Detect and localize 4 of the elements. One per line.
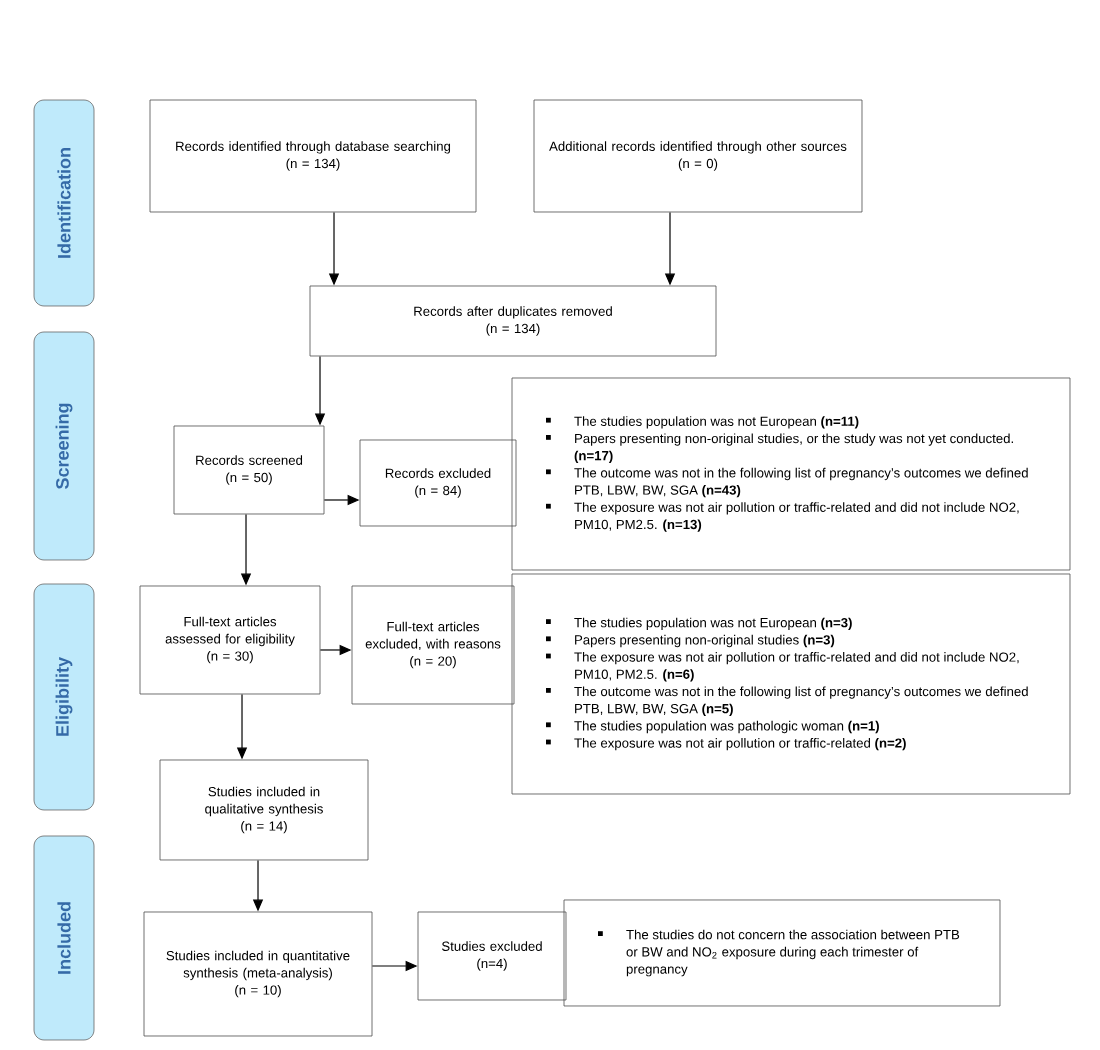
stage-band: Eligibility: [33, 583, 95, 811]
stage-band: Included: [33, 835, 95, 1041]
stage-band: Identification: [33, 99, 95, 307]
stage-band: Screening: [33, 331, 95, 561]
